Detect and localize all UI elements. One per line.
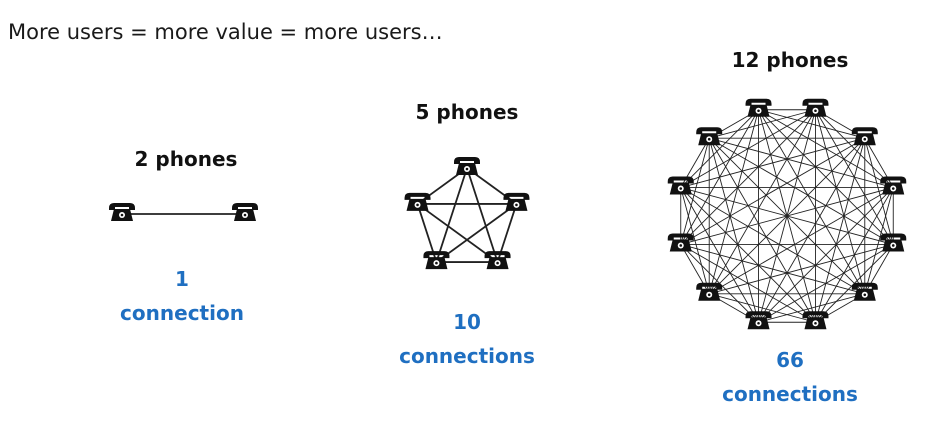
connection-line bbox=[680, 187, 816, 323]
connection-count: 10 bbox=[453, 310, 481, 334]
connection-line bbox=[680, 244, 865, 295]
phone-icon bbox=[802, 98, 829, 117]
connection-line bbox=[758, 137, 866, 323]
connection-line bbox=[708, 187, 894, 295]
connection-line bbox=[680, 109, 759, 245]
network-count-12-phones: 66 connections bbox=[722, 343, 858, 411]
connection-line bbox=[708, 109, 816, 295]
connection-line bbox=[680, 187, 710, 294]
network-2-phones bbox=[109, 203, 258, 221]
network-12-phones bbox=[667, 98, 907, 330]
connection-line bbox=[708, 137, 894, 245]
connection-line bbox=[680, 109, 759, 188]
connection-line bbox=[709, 137, 894, 188]
headline: More users = more value = more users… bbox=[8, 20, 443, 44]
connection-count-label: connections bbox=[722, 382, 858, 406]
phone-icon bbox=[454, 157, 480, 175]
phone-icon bbox=[232, 203, 258, 221]
phone-icon bbox=[404, 192, 431, 211]
network-5-phones bbox=[404, 157, 530, 270]
connection-line bbox=[758, 109, 894, 245]
connection-line bbox=[709, 293, 816, 323]
connection-line bbox=[680, 138, 710, 245]
connection-line bbox=[466, 167, 499, 263]
connection-line bbox=[708, 137, 816, 323]
connection-count: 66 bbox=[776, 348, 804, 372]
connection-line bbox=[435, 167, 468, 263]
connection-line bbox=[680, 137, 866, 245]
connection-line bbox=[758, 109, 894, 188]
phone-icon bbox=[109, 203, 135, 221]
network-count-5-phones: 10 connections bbox=[399, 305, 535, 373]
phone-icon bbox=[745, 98, 772, 117]
connection-count-label: connection bbox=[120, 301, 244, 325]
connection-line bbox=[680, 187, 866, 295]
connection-line bbox=[758, 109, 865, 139]
network-title-2-phones: 2 phones bbox=[134, 147, 238, 171]
network-title-12-phones: 12 phones bbox=[731, 48, 849, 72]
connection-count-label: connections bbox=[399, 344, 535, 368]
phone-icon bbox=[503, 192, 530, 211]
connection-line bbox=[435, 203, 517, 263]
phone-icon bbox=[484, 251, 511, 270]
connection-line bbox=[758, 109, 816, 323]
connection-line bbox=[758, 109, 866, 295]
network-count-2-phones: 1 connection bbox=[120, 262, 244, 330]
connection-lines bbox=[416, 167, 518, 263]
connection-line bbox=[708, 138, 759, 323]
connection-line bbox=[417, 203, 499, 263]
connection-line bbox=[708, 109, 759, 294]
network-title-5-phones: 5 phones bbox=[415, 100, 519, 124]
phone-icon bbox=[423, 251, 450, 270]
connection-count: 1 bbox=[175, 267, 189, 291]
